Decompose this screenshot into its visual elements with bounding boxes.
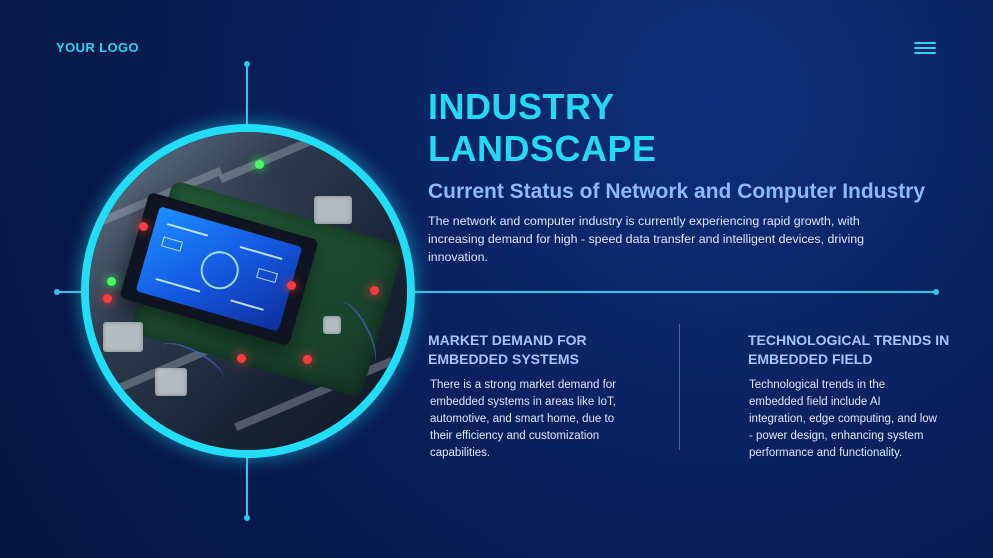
page-title: INDUSTRY LANDSCAPE [428, 86, 657, 169]
red-led [237, 354, 246, 363]
red-led [139, 222, 148, 231]
market-demand-heading: MARKET DEMAND FOR EMBEDDED SYSTEMS [428, 332, 587, 367]
chip [323, 316, 341, 334]
connector [314, 196, 352, 224]
menu-bar-middle [914, 47, 936, 49]
screen-panel [161, 236, 184, 252]
bottom-connector-dot [244, 515, 250, 521]
right-connector-dot [933, 289, 939, 295]
left-connector-line [58, 291, 84, 293]
technological-trends-text: Technological trends in the embedded fie… [749, 379, 937, 459]
screen-panel [256, 267, 279, 284]
screen-line [167, 223, 209, 237]
intro-paragraph: The network and computer industry is cur… [428, 214, 864, 264]
hero-image-frame [81, 124, 415, 458]
red-led [303, 355, 312, 364]
red-led [287, 281, 296, 290]
top-connector-dot [244, 61, 250, 67]
menu-button[interactable] [914, 41, 936, 55]
right-connector-line [412, 291, 936, 293]
connector [155, 368, 187, 396]
column-divider [679, 324, 680, 450]
screen-line [155, 278, 201, 293]
connector [103, 322, 143, 352]
technological-trends-heading: TECHNOLOGICAL TRENDS IN EMBEDDED FIELD [748, 332, 950, 367]
logo: YOUR LOGO [56, 40, 140, 55]
market-demand-text: There is a strong market demand for embe… [430, 379, 617, 459]
screen-line [239, 245, 283, 260]
section-subtitle: Current Status of Network and Computer I… [428, 180, 926, 203]
screen-line [230, 299, 264, 311]
red-led [103, 294, 112, 303]
embedded-board-photo [89, 132, 407, 450]
top-connector-line [246, 64, 248, 128]
menu-bar-top [914, 42, 936, 44]
green-led [107, 277, 116, 286]
red-led [370, 286, 379, 295]
screen-ring [196, 246, 244, 294]
rack-rail [219, 132, 351, 184]
green-led [255, 160, 264, 169]
menu-bar-bottom [914, 52, 936, 54]
left-connector-dot [54, 289, 60, 295]
bottom-connector-line [246, 452, 248, 518]
